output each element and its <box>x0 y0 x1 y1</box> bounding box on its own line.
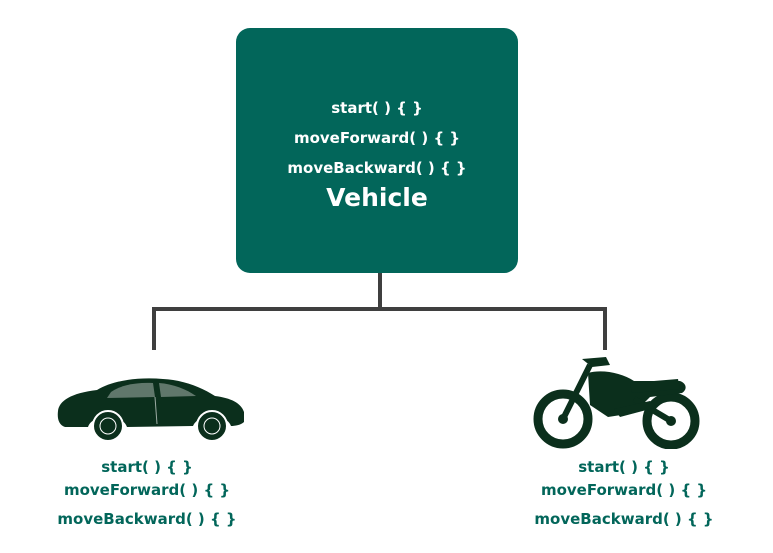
car-method-move-forward: moveForward( ) { } <box>63 481 231 499</box>
car-method-start: start( ) { } <box>101 458 193 476</box>
parent-method-start: start( ) { } <box>331 99 423 117</box>
car-method-move-backward: moveBackward( ) { } <box>57 510 237 528</box>
motorcycle-method-move-forward: moveForward( ) { } <box>540 481 708 499</box>
motorcycle-method-move-backward: moveBackward( ) { } <box>534 510 714 528</box>
parent-method-move-forward: moveForward( ) { } <box>293 129 461 147</box>
motorcycle-method-start: start( ) { } <box>578 458 670 476</box>
car-icon <box>57 378 244 442</box>
parent-class-title: Vehicle <box>326 183 428 212</box>
parent-method-move-backward: moveBackward( ) { } <box>287 159 467 177</box>
vehicle-class-box: start( ) { } moveForward( ) { } moveBack… <box>236 28 518 273</box>
motorcycle-icon <box>533 357 700 449</box>
